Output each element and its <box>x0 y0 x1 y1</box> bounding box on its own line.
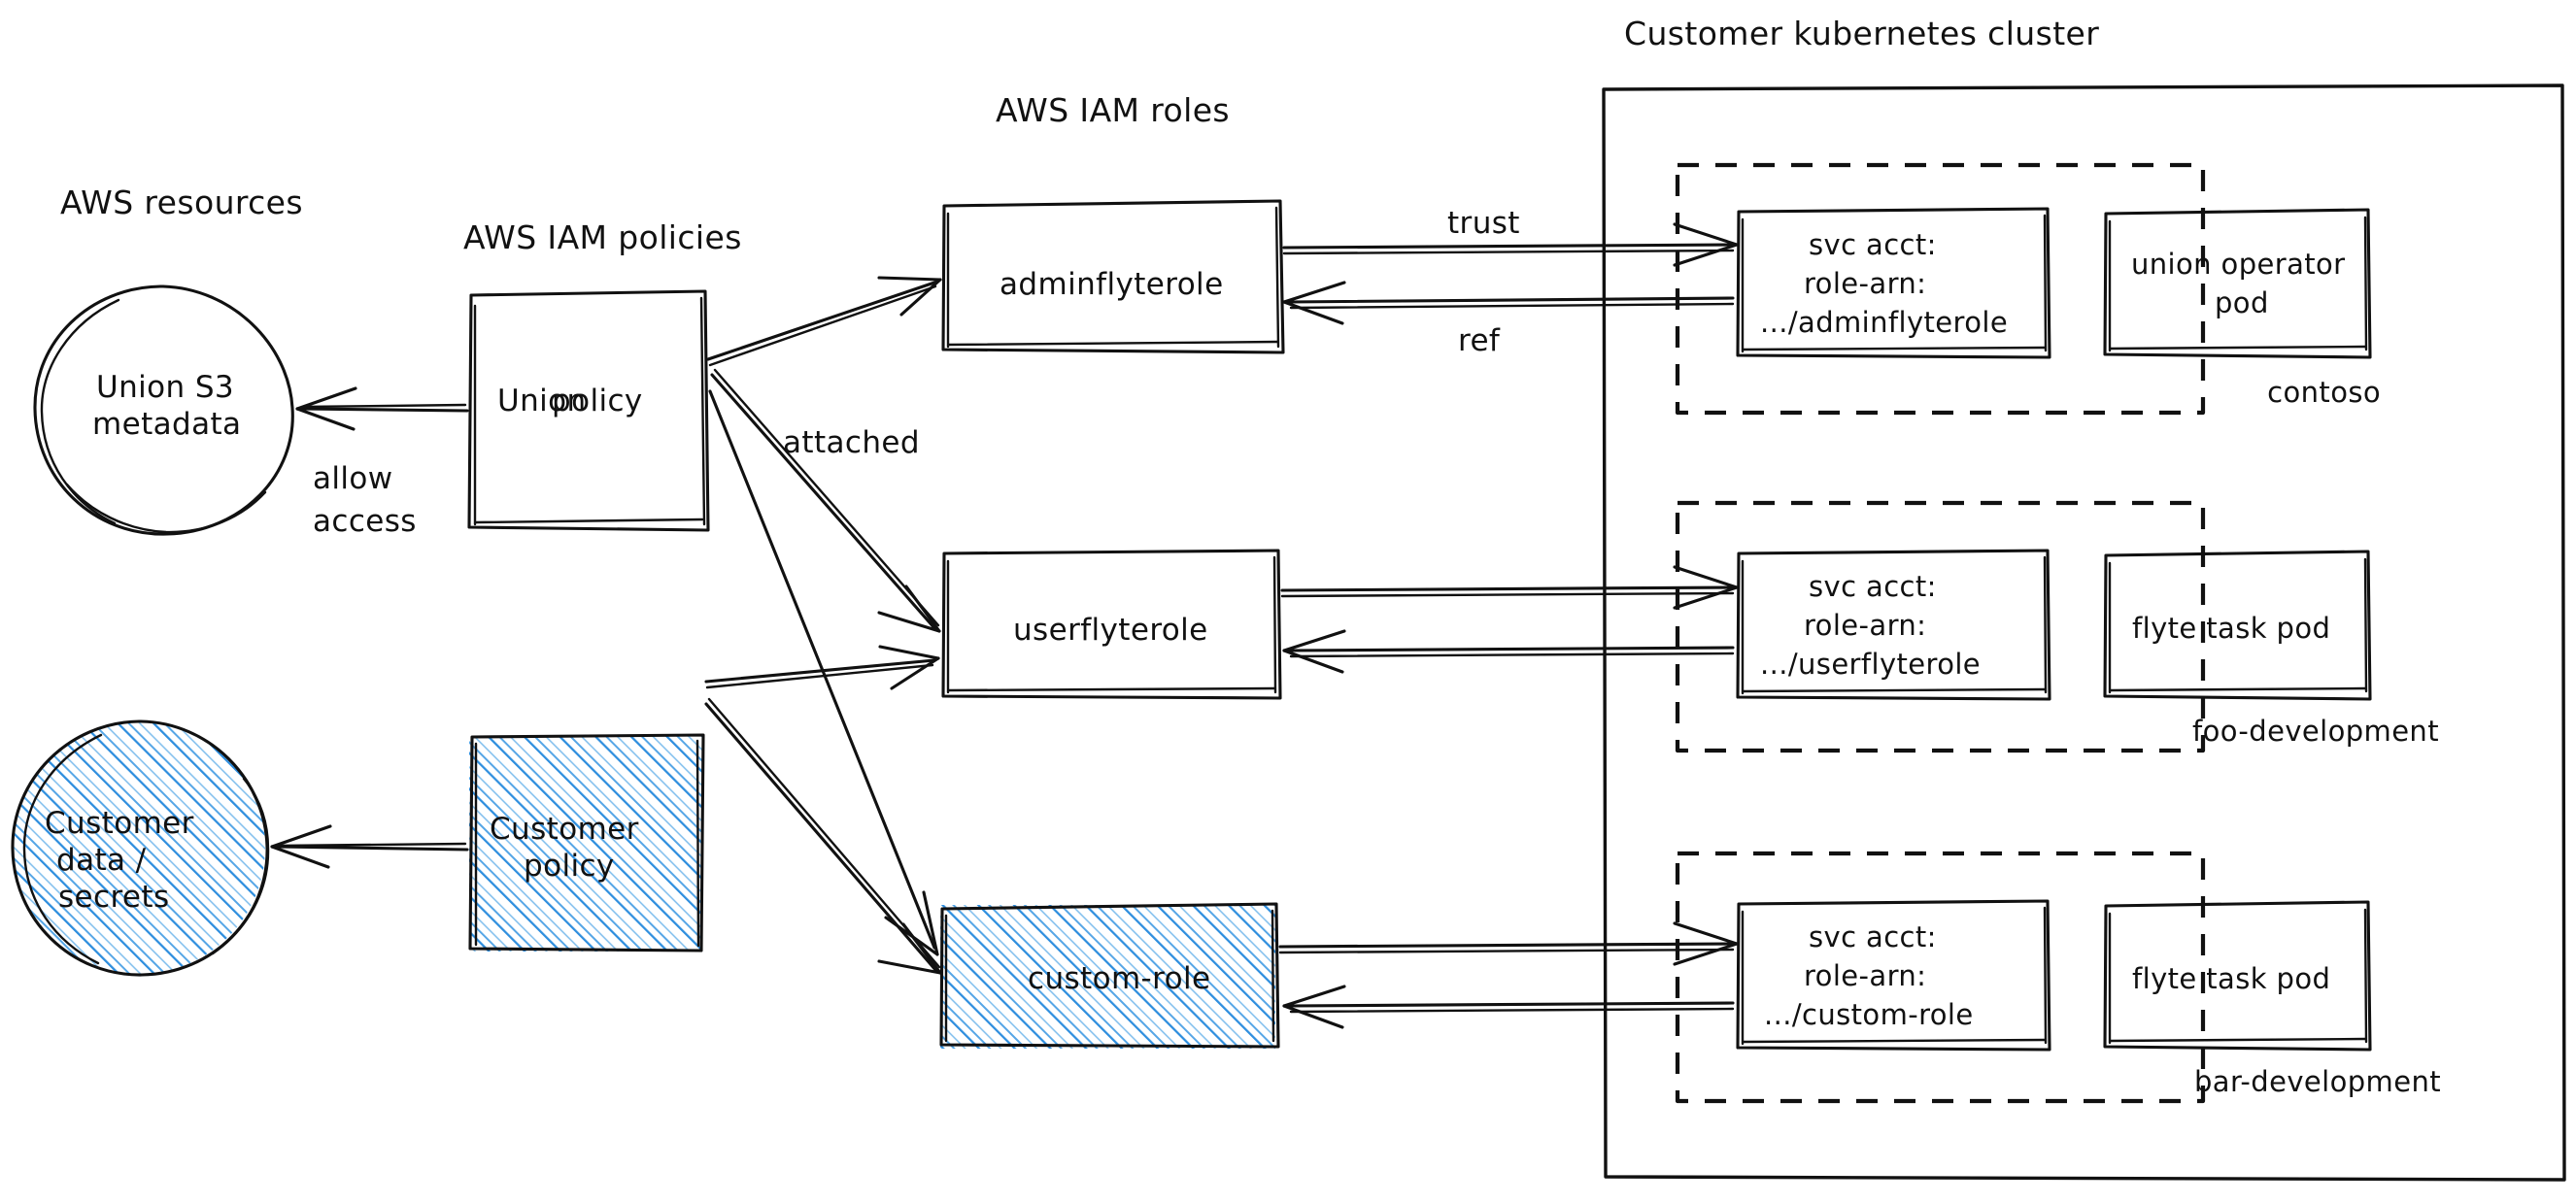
edge-label-ref: ref <box>1458 323 1501 358</box>
k8s-cluster-frame <box>1602 84 2566 1182</box>
custom-role-hatch-fill <box>940 905 1275 1049</box>
svc-acct-foo-line3: .../userflyterole <box>1760 648 1981 681</box>
policy-node-union-policy[interactable]: Union policy <box>467 289 710 532</box>
edge-adminflyterole-trust <box>1282 222 1739 267</box>
svc-acct-bar-line3: .../custom-role <box>1764 998 1974 1031</box>
role-node-userflyterole[interactable]: userflyterole <box>941 549 1282 700</box>
resource-node-customer-data[interactable]: Customer data / secrets <box>10 718 272 981</box>
role-node-custom-role[interactable]: custom-role <box>939 902 1280 1049</box>
union-s3-label-line2: metadata <box>92 407 241 442</box>
edge-userflyterole-ref <box>1282 629 1735 674</box>
namespace-label-foo-development: foo-development <box>2192 715 2439 748</box>
resource-node-union-s3[interactable]: Union S3 metadata <box>33 284 294 536</box>
custom-role-label: custom-role <box>1028 961 1210 996</box>
svc-acct-contoso-line1: svc acct: <box>1809 228 1937 261</box>
pod-box-foo-development[interactable]: flyte task pod <box>2103 550 2372 701</box>
svc-acct-contoso-line2: role-arn: <box>1804 267 1926 300</box>
customer-policy-label-line2: policy <box>524 849 615 884</box>
customer-policy-label-line1: Customer <box>490 812 639 847</box>
svc-acct-bar-line2: role-arn: <box>1804 959 1926 992</box>
edge-label-allow-line1: allow <box>313 461 393 496</box>
customer-policy-hatch-fill <box>469 736 702 952</box>
edge-custom-role-trust <box>1278 921 1739 966</box>
namespace-label-contoso: contoso <box>2267 376 2381 409</box>
svc-acct-box-contoso[interactable]: svc acct: role-arn: .../adminflyterole <box>1736 207 2051 359</box>
group-title-aws-resources: AWS resources <box>60 184 303 221</box>
union-policy-label-line1: Union <box>497 384 587 418</box>
union-policy-label-line2: policy <box>552 384 643 418</box>
namespace-contoso[interactable]: svc acct: role-arn: .../adminflyterole u… <box>1675 162 2381 416</box>
pod-contoso-line1: union operator <box>2131 248 2345 281</box>
customer-data-label-line3: secrets <box>58 880 170 915</box>
edge-customer-policy-to-userflyterole <box>704 645 940 690</box>
pod-contoso-line2: pod <box>2215 286 2269 319</box>
edge-customer-policy-to-custom-role <box>704 697 942 975</box>
svc-acct-box-bar-development[interactable]: svc acct: role-arn: .../custom-role <box>1736 899 2051 1052</box>
pod-box-bar-development[interactable]: flyte task pod <box>2103 900 2372 1052</box>
edge-customer-policy-to-customer-data <box>270 824 469 869</box>
customer-data-label-line2: data / <box>56 843 147 878</box>
namespace-foo-development-border <box>1675 500 2206 753</box>
pod-box-contoso[interactable]: union operator pod <box>2103 208 2372 359</box>
namespace-foo-development[interactable]: svc acct: role-arn: .../userflyterole fl… <box>1675 500 2439 753</box>
namespace-contoso-border <box>1675 162 2206 416</box>
svc-acct-contoso-line3: .../adminflyterole <box>1760 306 2008 339</box>
group-title-aws-iam-policies: AWS IAM policies <box>463 218 742 256</box>
edge-union-policy-to-union-s3 <box>295 386 469 431</box>
adminflyterole-label: adminflyterole <box>1000 267 1224 302</box>
svc-acct-box-foo-development[interactable]: svc acct: role-arn: .../userflyterole <box>1736 549 2051 701</box>
customer-data-label-line1: Customer <box>45 806 194 841</box>
edge-custom-role-ref <box>1282 985 1735 1029</box>
pod-foo-line1: flyte task pod <box>2132 612 2330 645</box>
group-title-k8s-cluster: Customer kubernetes cluster <box>1624 15 2099 52</box>
svc-acct-bar-line1: svc acct: <box>1809 920 1937 953</box>
union-s3-label-line1: Union S3 <box>96 370 234 405</box>
edge-label-trust: trust <box>1447 206 1520 241</box>
namespace-bar-development-border <box>1675 851 2206 1104</box>
userflyterole-label: userflyterole <box>1013 613 1208 648</box>
edge-userflyterole-trust <box>1280 565 1739 610</box>
edge-union-policy-to-userflyterole <box>710 368 941 633</box>
group-title-aws-iam-roles: AWS IAM roles <box>996 91 1230 129</box>
edge-union-policy-to-adminflyterole <box>706 276 942 367</box>
policy-node-customer-policy[interactable]: Customer policy <box>468 733 705 952</box>
edge-adminflyterole-ref <box>1282 281 1735 325</box>
namespace-label-bar-development: bar-development <box>2194 1065 2441 1098</box>
svc-acct-foo-line2: role-arn: <box>1804 609 1926 642</box>
edge-union-policy-to-custom-role <box>708 389 939 956</box>
edge-label-allow-line2: access <box>313 504 417 539</box>
role-node-adminflyterole[interactable]: adminflyterole <box>941 199 1285 354</box>
edge-label-attached: attached <box>783 425 920 460</box>
namespace-bar-development[interactable]: svc acct: role-arn: .../custom-role flyt… <box>1675 851 2441 1104</box>
pod-bar-line1: flyte task pod <box>2132 962 2330 995</box>
svc-acct-foo-line1: svc acct: <box>1809 570 1937 603</box>
